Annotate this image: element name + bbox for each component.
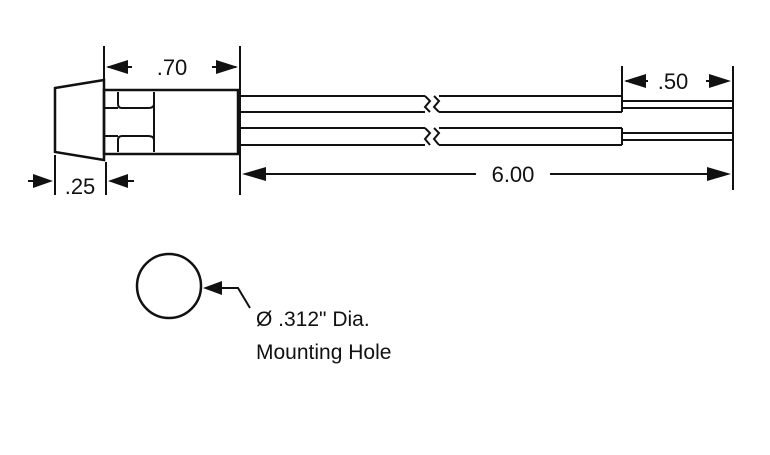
dimension-lens-depth: .70 [106,55,238,80]
dimension-label-flange-width: .25 [65,174,96,199]
mounting-hole-diameter-label: Ø .312" Dia. [256,308,370,331]
dimension-label-lead-strip: .50 [658,69,689,94]
lead-wire-top [238,95,734,113]
dimension-lead-length: 6.00 [242,162,731,187]
lead-wire-bottom [238,127,734,146]
lamp-flange [53,78,106,162]
mounting-hole: Ø .312" Dia. Mounting Hole [135,252,391,364]
dimension-lead-strip: .50 [624,69,731,94]
dimension-flange-width: .25 [28,174,134,199]
dimension-label-lead-length: 6.00 [492,162,535,187]
dimension-label-lens-depth: .70 [157,55,188,80]
mounting-hole-circle [135,252,203,320]
extension-lines [54,46,734,195]
lamp-body [102,88,240,156]
mounting-hole-caption: Mounting Hole [256,341,391,364]
